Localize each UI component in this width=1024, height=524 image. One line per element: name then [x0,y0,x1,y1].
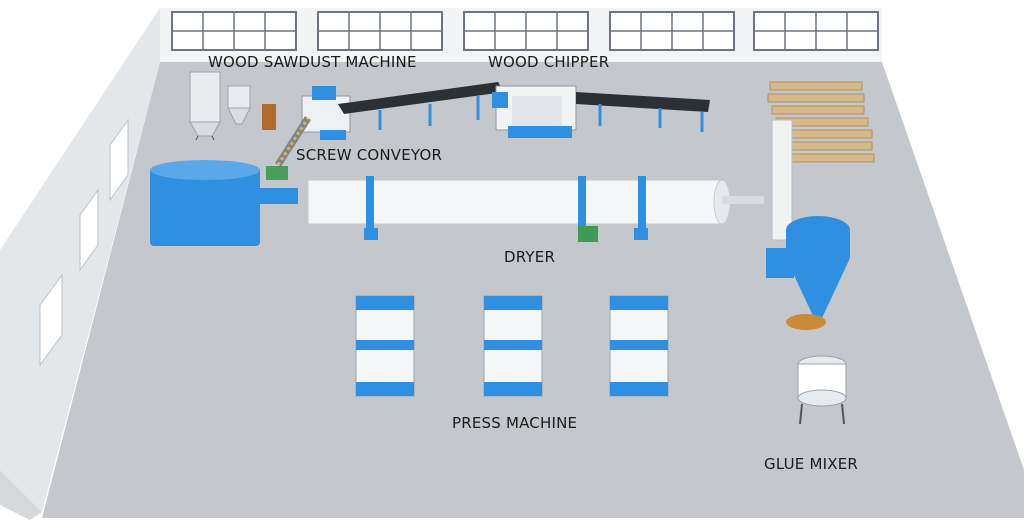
window-4 [609,11,735,51]
window-3 [463,11,589,51]
label-press-machine: PRESS MACHINE [452,414,578,432]
label-screw-conveyor: SCREW CONVEYOR [296,146,443,164]
hot-air-furnace [150,160,298,246]
chipper-infeed-conveyor [576,92,710,132]
dust-collector [189,71,276,141]
left-wall-base [0,470,42,520]
sawdust-bin [262,104,276,130]
sawdust-pile [786,314,826,330]
screw-conveyor-motor [266,166,288,180]
label-glue-mixer: GLUE MIXER [764,455,858,473]
dryer-motor [578,226,598,242]
wood-sawdust-machine [301,86,351,140]
window-2 [317,11,443,51]
press-machine-2 [483,295,543,397]
rotary-dryer [307,176,764,242]
left-wall-windows [39,118,129,367]
window-1 [171,11,297,51]
back-wall-windows [171,11,879,51]
wood-chipper [492,85,577,138]
label-wood-chipper: WOOD CHIPPER [488,53,610,71]
wood-log-stack [767,81,875,163]
belt-conveyor [338,82,504,130]
screw-conveyor [266,116,311,180]
press-machine-1 [355,295,415,397]
window-5 [753,11,879,51]
glue-mixer [797,355,847,425]
cyclone-separator [766,119,850,330]
press-machine-3 [609,295,669,397]
label-dryer: DRYER [504,248,556,266]
label-wood-sawdust-machine: WOOD SAWDUST MACHINE [208,53,417,71]
